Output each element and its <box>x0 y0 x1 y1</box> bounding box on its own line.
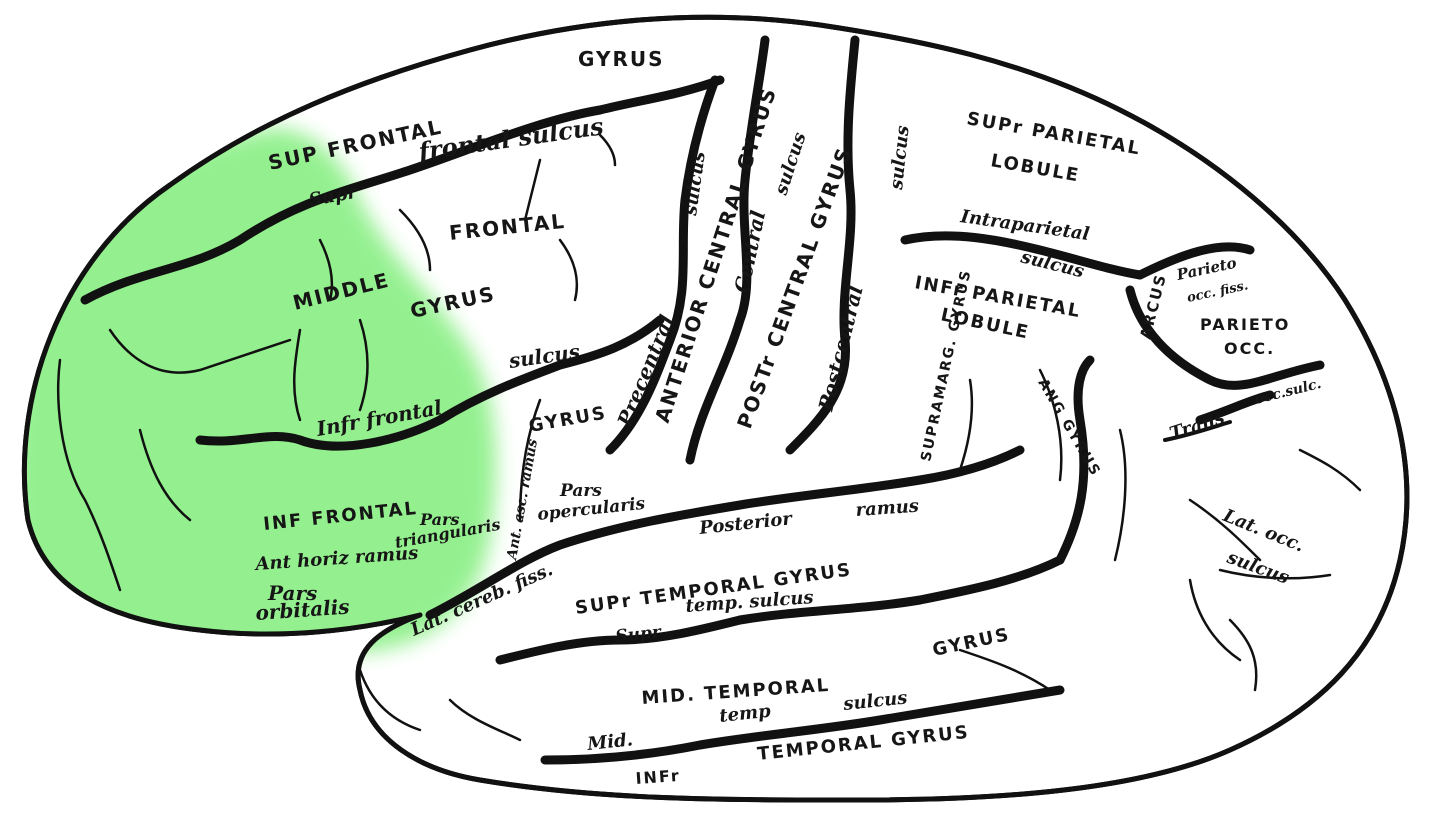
label-pars-triangularis-1: Pars <box>419 510 459 529</box>
label-pars-opercularis-1: Pars <box>559 481 602 501</box>
gyri-detail <box>57 133 1362 742</box>
label-ramus: ramus <box>855 496 920 521</box>
label-supr-temp: Supr <box>614 622 662 647</box>
prefrontal-highlight <box>24 128 496 657</box>
label-mid: Mid. <box>585 729 634 755</box>
label-occ: OCC. <box>1224 339 1275 358</box>
label-inf-temporal: INFr <box>635 766 681 788</box>
label-gyrus-top: GYRUS <box>578 47 665 71</box>
label-parieto-occ: PARIETO <box>1200 315 1290 334</box>
sulci <box>80 35 1325 765</box>
label-pars-orbitalis-1: Pars <box>267 581 317 605</box>
